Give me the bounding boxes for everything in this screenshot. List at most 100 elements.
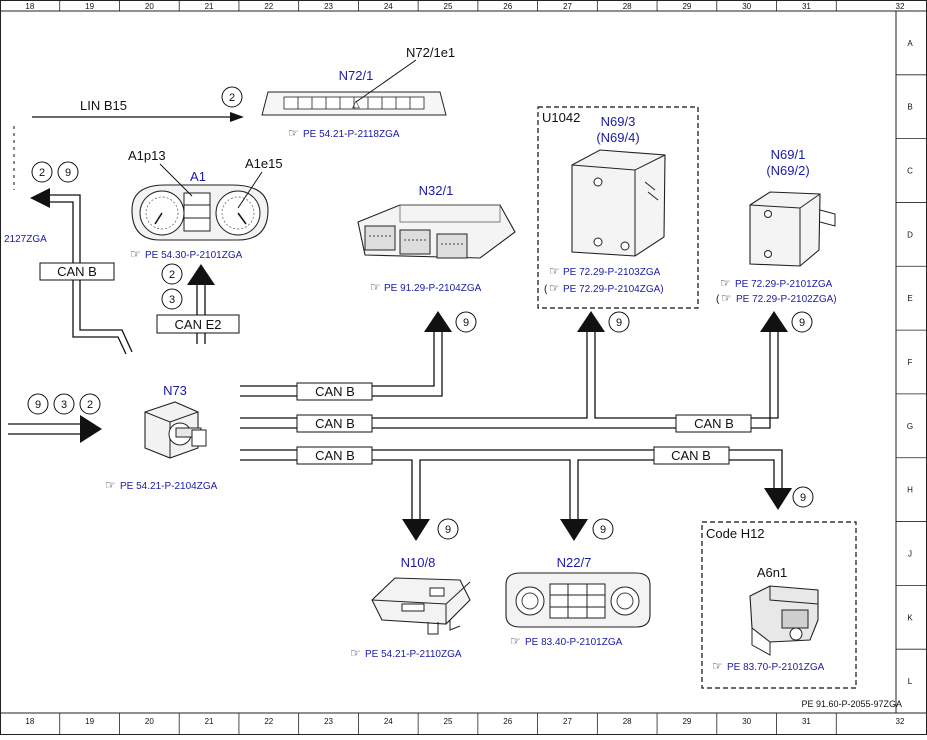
n10-8-label: N10/8: [401, 555, 436, 570]
a6n1-ref: PE 83.70-P-2101ZGA: [727, 662, 825, 673]
can-b-label-5: CAN B: [671, 448, 711, 463]
n69-3-ref: PE 72.29-P-2103ZGA: [563, 267, 661, 278]
grid-col-label: 18: [25, 717, 34, 726]
grid-col-label: 25: [444, 2, 453, 11]
a1e15-leader: [237, 171, 263, 209]
grid-col-label: 23: [324, 2, 333, 11]
grid-col-label: 20: [145, 2, 154, 11]
n10-8-module-image: [371, 577, 471, 635]
n73-input-line: [8, 423, 82, 435]
n69-3-label: N69/3: [601, 114, 636, 129]
grid-col-label: 24: [384, 717, 393, 726]
grid-col-label: 18: [25, 2, 34, 11]
n22-7-climate-panel-image: [505, 572, 651, 628]
grid-col-label: 19: [85, 2, 94, 11]
grid-row-label: F: [908, 358, 913, 367]
n32-1-control-unit-image: [357, 204, 516, 259]
n73-circle-9-text: 9: [35, 399, 41, 411]
lin-label: LIN B15: [80, 98, 127, 113]
left-ref: 2127ZGA: [4, 234, 47, 245]
n10-8-arrowhead: [402, 519, 430, 541]
can-b-label-4: CAN B: [315, 448, 355, 463]
left-circle-9: [57, 161, 79, 183]
left-can-b-box: [39, 262, 115, 281]
n69-1-ref: PE 72.29-P-2101ZGA: [735, 279, 833, 290]
n69-4-ref-paren: (: [544, 284, 548, 295]
n10-8-ref: PE 54.21-P-2110ZGA: [365, 649, 462, 660]
a1-cluster-image: [131, 184, 269, 241]
can-b-line-u1042: [240, 332, 779, 429]
left-circle-2-text: 2: [39, 167, 45, 179]
code-h12-box: [701, 521, 857, 689]
a1e15-label: A1e15: [245, 156, 283, 171]
grid-col-label: 21: [205, 2, 214, 11]
grid-row-label: L: [908, 677, 913, 686]
grid-col-label: 21: [205, 717, 214, 726]
n32-1-ref: PE 91.29-P-2104ZGA: [384, 283, 482, 294]
warning-icon: △: [352, 99, 360, 110]
a1-circle-3-text: 3: [169, 294, 175, 306]
grid-col-label: 24: [384, 2, 393, 11]
n73-circle-2-text: 2: [87, 399, 93, 411]
pointing-hand-icon: ☞: [549, 281, 560, 295]
n73-circle-2: [79, 393, 101, 415]
u1042-circle-text: 9: [616, 317, 622, 329]
n32-1-circle: [455, 311, 477, 333]
can-b-label-2: CAN B: [315, 416, 355, 431]
n69-1-arrowhead: [760, 311, 788, 332]
a6n1-circle-text: 9: [800, 492, 806, 504]
u1042-circle: [608, 311, 630, 333]
grid-row-label: C: [907, 167, 913, 176]
left-circle-9-text: 9: [65, 167, 71, 179]
can-b-label-1: CAN B: [315, 384, 355, 399]
u1042-label: U1042: [542, 110, 580, 125]
n32-1-label: N32/1: [419, 183, 454, 198]
grid-col-label: 26: [503, 717, 512, 726]
pointing-hand-icon: ☞: [288, 126, 299, 140]
n69-3-module-image: [571, 149, 666, 257]
grid-col-label: 22: [264, 2, 273, 11]
n10-8-circle: [437, 518, 459, 540]
grid-row-label: B: [907, 103, 912, 112]
pointing-hand-icon: ☞: [105, 478, 116, 492]
lin-circle: [221, 86, 243, 108]
n73-input-arrowhead: [80, 415, 102, 443]
n22-7-circle: [592, 518, 614, 540]
a1p13-label: A1p13: [128, 148, 166, 163]
n69-1-label: N69/1: [771, 147, 806, 162]
n10-8-circle-text: 9: [445, 524, 451, 536]
n69-2-label: (N69/2): [766, 163, 809, 178]
pointing-hand-icon: ☞: [130, 247, 141, 261]
grid-row-label: G: [907, 422, 913, 431]
a1-circle-3: [161, 288, 183, 310]
grid-col-label: 32: [896, 2, 905, 11]
left-circle-2: [31, 161, 53, 183]
can-b-label-3: CAN B: [694, 416, 734, 431]
n72-1e1-label: N72/1e1: [406, 45, 455, 60]
grid-col-label: 29: [682, 717, 691, 726]
pointing-hand-icon: ☞: [720, 276, 731, 290]
grid-col-label: 27: [563, 717, 572, 726]
u1042-box: [537, 106, 699, 309]
n32-1-arrowhead: [424, 311, 452, 332]
grid-col-label: 31: [802, 717, 811, 726]
n69-1-circle: [791, 311, 813, 333]
n69-1-module-image: [749, 191, 836, 267]
pointing-hand-icon: ☞: [370, 280, 381, 294]
n73-circle-3-text: 3: [61, 399, 67, 411]
u1042-arrowhead: [577, 311, 605, 332]
grid-col-label: 29: [682, 2, 691, 11]
n22-7-arrowhead: [560, 519, 588, 541]
grid-col-label: 23: [324, 717, 333, 726]
a6n1-arrowhead: [764, 488, 792, 510]
lin-arrowhead: [230, 112, 244, 122]
n69-2-ref: PE 72.29-P-2102ZGA): [736, 294, 837, 305]
grid-row-label: H: [907, 486, 913, 495]
grid-row-label: A: [907, 39, 913, 48]
a1-circle-2: [161, 263, 183, 285]
n69-4-ref: PE 72.29-P-2104ZGA): [563, 284, 664, 295]
n22-7-ref: PE 83.40-P-2101ZGA: [525, 637, 623, 648]
a6n1-circle: [792, 486, 814, 508]
